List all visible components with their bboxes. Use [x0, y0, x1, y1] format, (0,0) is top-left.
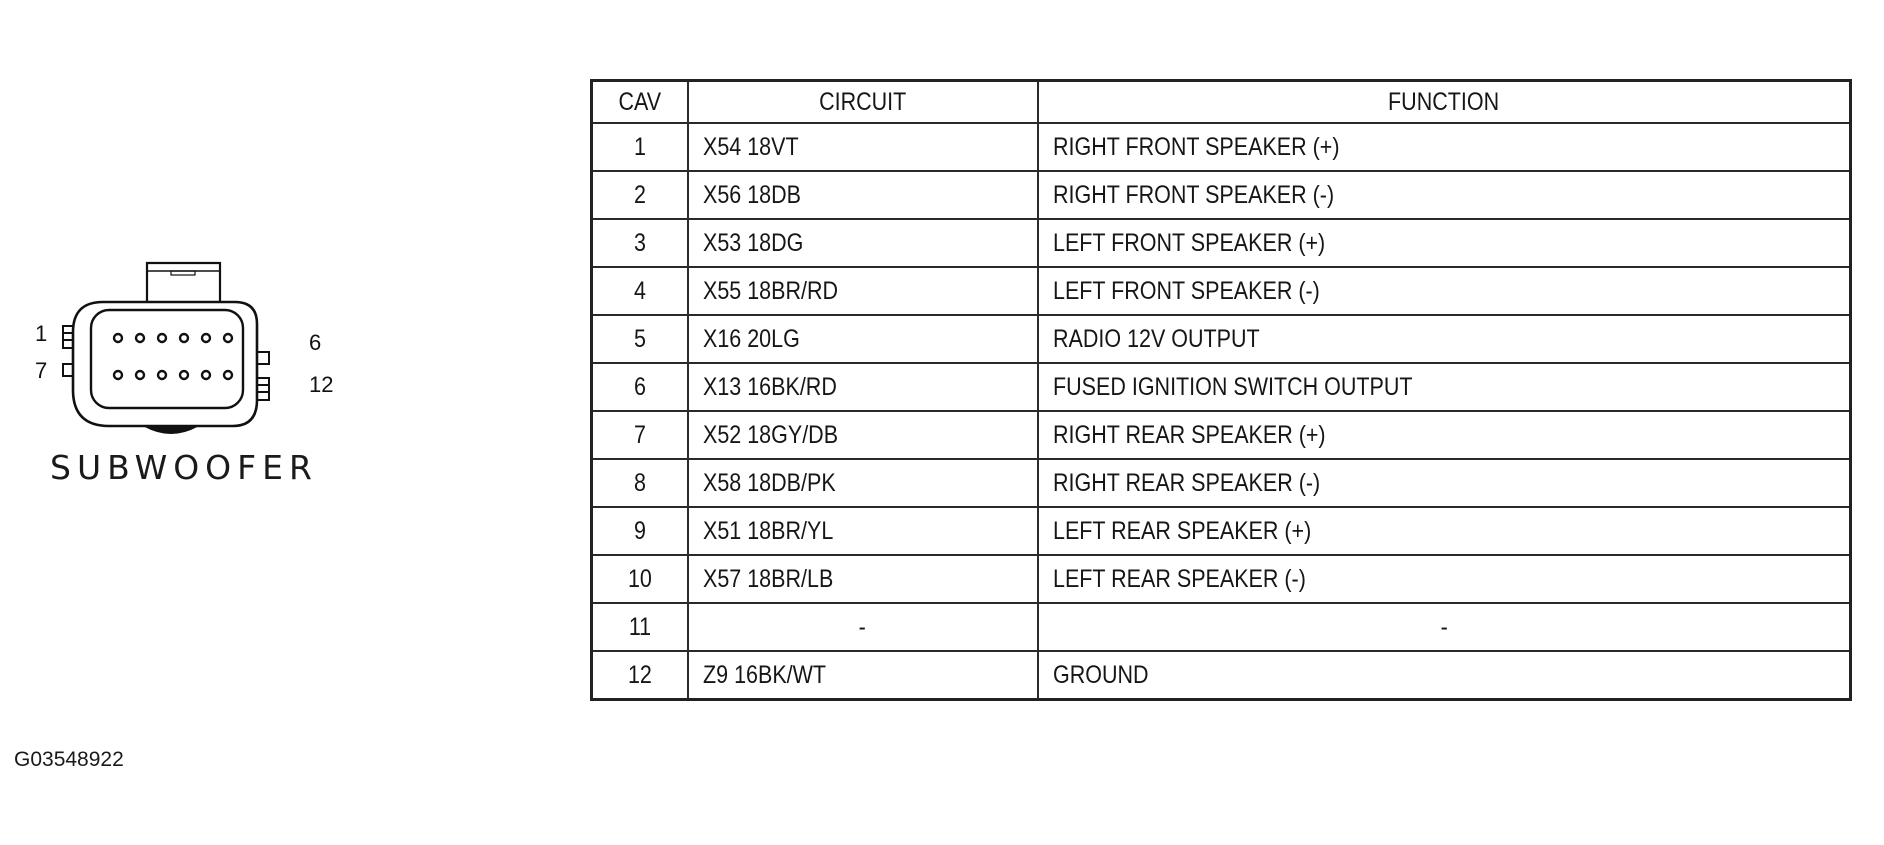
- cav-cell: 6: [590, 362, 689, 412]
- circuit-cell: X13 16BK/RD: [686, 362, 1039, 412]
- pin-label-1: 1: [35, 321, 47, 346]
- cav-cell: 3: [590, 218, 689, 268]
- pin-cavity-7: [112, 369, 124, 381]
- table-row: 2 X56 18DB RIGHT FRONT SPEAKER (-): [590, 170, 1852, 220]
- pin-cavity-8: [134, 369, 146, 381]
- connector-bottom-lip: [144, 425, 198, 434]
- cav-cell: 1: [590, 122, 689, 172]
- circuit-cell: X53 18DG: [686, 218, 1039, 268]
- table-row: 1 X54 18VT RIGHT FRONT SPEAKER (+): [590, 122, 1852, 172]
- pin-cavity-4: [178, 332, 190, 344]
- pin-cavity-3: [156, 332, 168, 344]
- cav-cell: 9: [590, 506, 689, 556]
- table-row: 11 - -: [590, 602, 1852, 652]
- function-cell: LEFT FRONT SPEAKER (-): [1036, 266, 1852, 316]
- table-row: 7 X52 18GY/DB RIGHT REAR SPEAKER (+): [590, 410, 1852, 460]
- function-cell: GROUND: [1036, 650, 1852, 701]
- pinout-table: CAV CIRCUIT FUNCTION 1 X54 18VT RIGHT FR…: [590, 79, 1852, 701]
- subwoofer-connector-diagram: 1 7 6 12: [35, 261, 333, 434]
- table-row: 12 Z9 16BK/WT GROUND: [590, 650, 1852, 701]
- function-cell: RIGHT FRONT SPEAKER (+): [1036, 122, 1852, 172]
- table-row: 5 X16 20LG RADIO 12V OUTPUT: [590, 314, 1852, 364]
- function-cell: RIGHT REAR SPEAKER (+): [1036, 410, 1852, 460]
- function-cell: RIGHT REAR SPEAKER (-): [1036, 458, 1852, 508]
- table-row: 4 X55 18BR/RD LEFT FRONT SPEAKER (-): [590, 266, 1852, 316]
- circuit-cell: X57 18BR/LB: [686, 554, 1039, 604]
- connector-name-label: SUBWOOFER: [50, 448, 318, 487]
- connector-face: [89, 308, 245, 410]
- cav-cell: 8: [590, 458, 689, 508]
- pin-label-6: 6: [309, 330, 321, 355]
- function-cell: -: [1036, 602, 1852, 652]
- circuit-cell: X54 18VT: [686, 122, 1039, 172]
- pin-cavity-11: [200, 369, 212, 381]
- cav-cell: 12: [590, 650, 689, 701]
- table-row: 9 X51 18BR/YL LEFT REAR SPEAKER (+): [590, 506, 1852, 556]
- function-cell: RADIO 12V OUTPUT: [1036, 314, 1852, 364]
- pin-label-7: 7: [35, 358, 47, 383]
- function-cell: FUSED IGNITION SWITCH OUTPUT: [1036, 362, 1852, 412]
- figure-id: G03548922: [14, 748, 124, 771]
- cav-cell: 11: [590, 602, 689, 652]
- circuit-cell: X52 18GY/DB: [686, 410, 1039, 460]
- pin-cavity-2: [134, 332, 146, 344]
- header-function: FUNCTION: [1036, 79, 1852, 124]
- connector-pin-cavities: [112, 332, 234, 381]
- cav-cell: 2: [590, 170, 689, 220]
- circuit-cell: X55 18BR/RD: [686, 266, 1039, 316]
- cav-cell: 10: [590, 554, 689, 604]
- table-row: 10 X57 18BR/LB LEFT REAR SPEAKER (-): [590, 554, 1852, 604]
- table-row: 3 X53 18DG LEFT FRONT SPEAKER (+): [590, 218, 1852, 268]
- pin-cavity-1: [112, 332, 124, 344]
- pin-cavity-5: [200, 332, 212, 344]
- table-header-row: CAV CIRCUIT FUNCTION: [590, 79, 1852, 124]
- cav-cell: 5: [590, 314, 689, 364]
- pin-cavity-12: [222, 369, 234, 381]
- connector-right-tabs: [257, 351, 270, 401]
- function-cell: LEFT FRONT SPEAKER (+): [1036, 218, 1852, 268]
- pin-cavity-6: [222, 332, 234, 344]
- circuit-cell: X51 18BR/YL: [686, 506, 1039, 556]
- connector-latch: [145, 261, 222, 303]
- circuit-cell: -: [686, 602, 1039, 652]
- header-circuit: CIRCUIT: [686, 79, 1039, 124]
- connector-left-tabs: [62, 325, 73, 377]
- cav-cell: 7: [590, 410, 689, 460]
- circuit-cell: X16 20LG: [686, 314, 1039, 364]
- circuit-cell: Z9 16BK/WT: [686, 650, 1039, 701]
- pin-cavity-9: [156, 369, 168, 381]
- cav-cell: 4: [590, 266, 689, 316]
- header-cav: CAV: [590, 79, 689, 124]
- function-cell: RIGHT FRONT SPEAKER (-): [1036, 170, 1852, 220]
- pin-label-12: 12: [309, 372, 333, 397]
- table-row: 8 X58 18DB/PK RIGHT REAR SPEAKER (-): [590, 458, 1852, 508]
- function-cell: LEFT REAR SPEAKER (-): [1036, 554, 1852, 604]
- circuit-cell: X56 18DB: [686, 170, 1039, 220]
- circuit-cell: X58 18DB/PK: [686, 458, 1039, 508]
- function-cell: LEFT REAR SPEAKER (+): [1036, 506, 1852, 556]
- table-row: 6 X13 16BK/RD FUSED IGNITION SWITCH OUTP…: [590, 362, 1852, 412]
- pin-cavity-10: [178, 369, 190, 381]
